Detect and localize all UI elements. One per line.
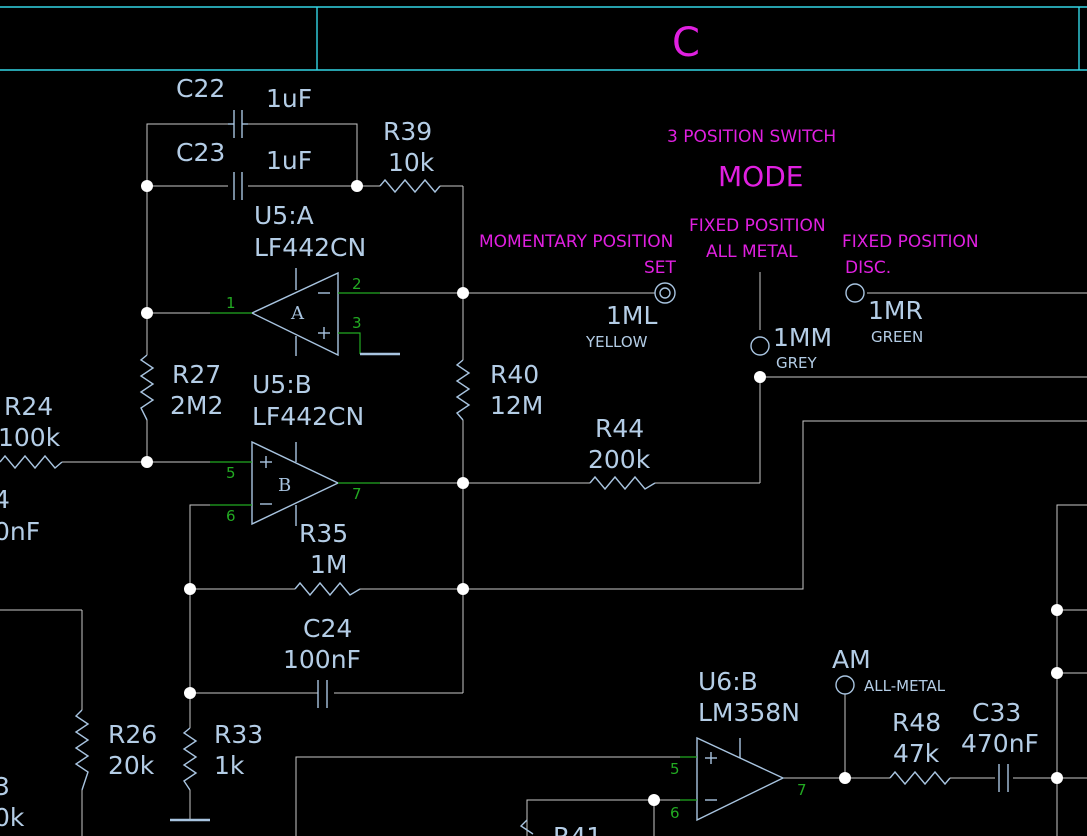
switch-name: MODE — [718, 160, 803, 193]
u5b-pin-7: 7 — [352, 485, 362, 503]
capacitor-c24[interactable]: C24 100nF — [283, 614, 361, 708]
r48-ref: R48 — [892, 708, 941, 737]
opamp-u5a[interactable]: U5:A LF442CN A 1 2 3 — [210, 201, 400, 357]
r33-value: 1k — [214, 751, 245, 780]
title-frame: C — [0, 6, 1087, 71]
u6b-part: LM358N — [698, 698, 800, 727]
r48-value: 47k — [893, 739, 940, 768]
zone-label: C — [672, 20, 700, 66]
resistor-r35[interactable]: R35 1M — [294, 519, 361, 597]
am-ref: AM — [832, 645, 871, 674]
resistor-r24[interactable]: R24 100k — [0, 392, 63, 470]
r39-value: 10k — [388, 148, 435, 177]
c24-ref: C24 — [303, 614, 352, 643]
r41-ref: R41 — [553, 822, 602, 836]
resistor-r39[interactable]: R39 10k — [379, 117, 441, 194]
c33-value: 470nF — [961, 729, 1039, 758]
momentary-line2: SET — [644, 258, 677, 278]
mode-switch[interactable]: 3 POSITION SWITCH MODE MOMENTARY POSITIO… — [479, 127, 979, 372]
momentary-color: YELLOW — [585, 333, 648, 351]
resistor-r44[interactable]: R44 200k — [588, 414, 656, 491]
resistor-left[interactable]: 3 0k — [0, 772, 25, 832]
cap-left-ref: 4 — [0, 485, 10, 514]
resistor-r40[interactable]: R40 12M — [455, 359, 543, 421]
u6b-pin-6: 6 — [670, 804, 680, 822]
junctions — [141, 180, 1063, 806]
u5b-unit: B — [278, 475, 291, 496]
resistor-r27[interactable]: R27 2M2 — [139, 354, 223, 421]
switch-title: 3 POSITION SWITCH — [667, 127, 836, 147]
capacitor-c23[interactable]: C23 1uF — [176, 138, 312, 200]
c23-ref: C23 — [176, 138, 225, 167]
r40-ref: R40 — [490, 360, 539, 389]
momentary-ref: 1ML — [606, 301, 657, 330]
r35-value: 1M — [310, 550, 347, 579]
disc-line2: DISC. — [845, 258, 891, 278]
r27-ref: R27 — [172, 360, 221, 389]
resistor-r41[interactable]: R41 — [519, 819, 602, 836]
res-left-value: 0k — [0, 803, 25, 832]
u5a-unit: A — [290, 303, 305, 324]
u5a-ref: U5:A — [254, 201, 314, 230]
momentary-line1: MOMENTARY POSITION — [479, 232, 673, 252]
u5a-pin-1: 1 — [226, 294, 236, 312]
u5b-pin-5: 5 — [226, 464, 236, 482]
all-metal-color: GREY — [776, 354, 818, 372]
r27-value: 2M2 — [170, 391, 223, 420]
u6b-pin-7: 7 — [797, 781, 807, 799]
r33-ref: R33 — [214, 720, 263, 749]
disc-ref: 1MR — [868, 296, 923, 325]
opamp-u6b[interactable]: U6:B LM358N 5 6 7 — [670, 667, 807, 822]
testpoint-am[interactable]: AM ALL-METAL — [832, 645, 946, 695]
r26-ref: R26 — [108, 720, 157, 749]
switch-position-all-metal[interactable]: FIXED POSITION ALL METAL 1MM GREY — [689, 216, 832, 372]
u6b-pin-5: 5 — [670, 760, 680, 778]
all-metal-ref: 1MM — [773, 323, 832, 352]
wires — [0, 123, 1087, 836]
c22-value: 1uF — [266, 84, 312, 113]
u5a-pin-2: 2 — [352, 275, 362, 293]
r40-value: 12M — [490, 391, 543, 420]
c33-ref: C33 — [972, 698, 1021, 727]
c24-value: 100nF — [283, 645, 361, 674]
u5b-ref: U5:B — [252, 370, 312, 399]
resistor-r26[interactable]: R26 20k — [74, 709, 157, 791]
disc-line1: FIXED POSITION — [842, 232, 979, 252]
u5a-pin-3: 3 — [352, 314, 362, 332]
capacitor-c22[interactable]: C22 1uF — [176, 74, 312, 138]
resistor-r48[interactable]: R48 47k — [889, 708, 951, 786]
all-metal-line2: ALL METAL — [706, 242, 798, 262]
am-label: ALL-METAL — [864, 677, 946, 695]
r24-value: 100k — [0, 423, 61, 452]
capacitor-c33[interactable]: C33 470nF — [961, 698, 1039, 792]
u6b-ref: U6:B — [698, 667, 758, 696]
disc-color: GREEN — [871, 328, 923, 346]
u5b-part: LF442CN — [252, 402, 364, 431]
cap-left-value: 0nF — [0, 517, 40, 546]
all-metal-line1: FIXED POSITION — [689, 216, 826, 236]
r35-ref: R35 — [299, 519, 348, 548]
r39-ref: R39 — [383, 117, 432, 146]
u5b-pin-6: 6 — [226, 507, 236, 525]
r44-value: 200k — [588, 445, 651, 474]
r44-ref: R44 — [595, 414, 644, 443]
c23-value: 1uF — [266, 146, 312, 175]
c22-ref: C22 — [176, 74, 225, 103]
opamp-u5b[interactable]: U5:B LF442CN B 5 6 7 — [210, 370, 380, 526]
res-left-ref: 3 — [0, 772, 10, 801]
switch-position-disc[interactable]: FIXED POSITION DISC. 1MR GREEN — [842, 232, 979, 346]
u5a-part: LF442CN — [254, 233, 366, 262]
capacitor-left[interactable]: 4 0nF — [0, 485, 40, 546]
r24-ref: R24 — [4, 392, 53, 421]
switch-position-momentary[interactable]: MOMENTARY POSITION SET 1ML YELLOW — [479, 232, 677, 351]
resistor-r33[interactable]: R33 1k — [170, 720, 263, 822]
r26-value: 20k — [108, 751, 155, 780]
